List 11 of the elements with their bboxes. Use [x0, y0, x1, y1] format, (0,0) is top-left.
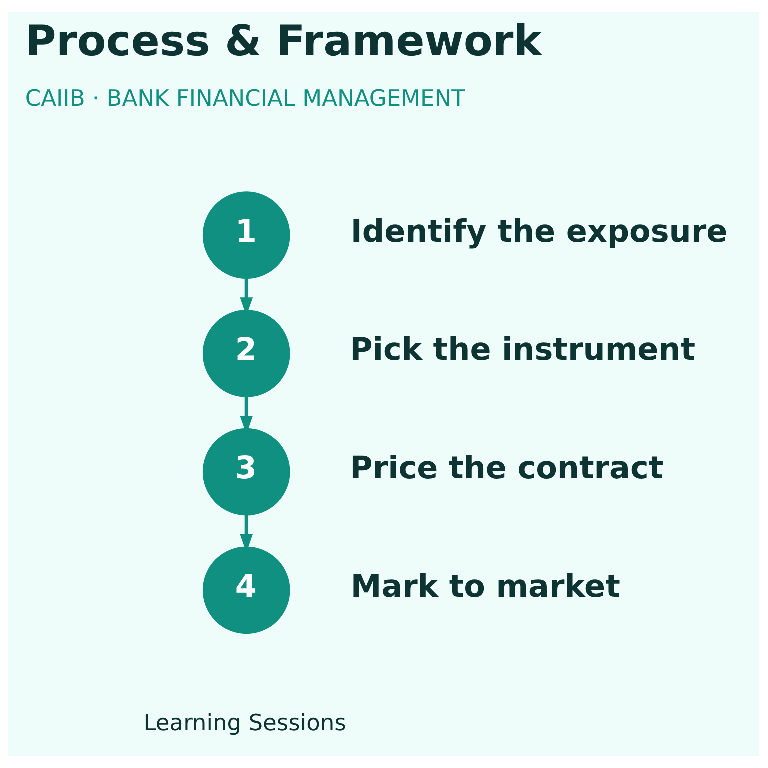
node-label: Price the contract: [350, 450, 664, 487]
node-label: Mark to market: [350, 568, 620, 605]
node-label: Pick the instrument: [350, 332, 696, 368]
label: CAIIB · BANK FINANCIAL MANAGEMENT: [25, 86, 466, 112]
node-circle: 3: [202, 428, 290, 516]
node-label: Identify the exposure: [350, 214, 728, 250]
node-circle: 2: [202, 310, 290, 398]
node-circle: 1: [202, 192, 290, 280]
label: Learning Sessions: [144, 710, 346, 736]
node-circle: 4: [202, 546, 290, 634]
diagram-title: Process & Framework: [25, 16, 542, 66]
